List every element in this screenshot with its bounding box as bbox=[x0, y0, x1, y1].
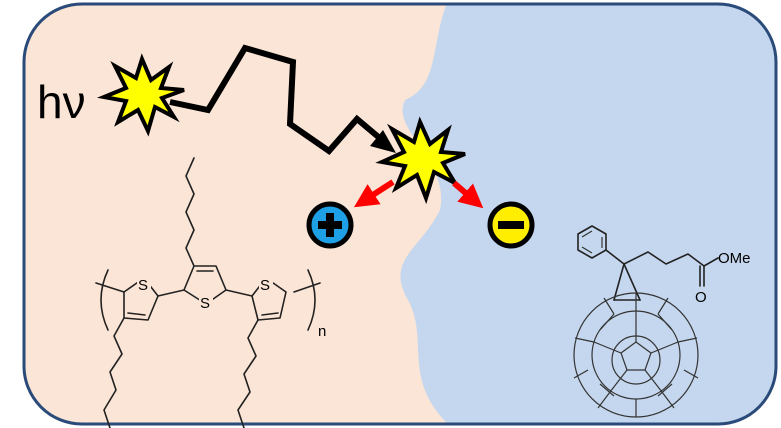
photon-burst-icon bbox=[96, 53, 185, 137]
exciton-diffusion-path bbox=[169, 44, 384, 155]
sulfur-label-3: S bbox=[260, 277, 270, 294]
p3ht-polymer-structure: n S S S bbox=[95, 157, 326, 428]
repeat-subscript: n bbox=[318, 323, 326, 340]
exciton-path-arrowhead bbox=[370, 130, 396, 153]
sulfur-label-1: S bbox=[138, 277, 148, 294]
carbonyl-oxygen-label: O bbox=[695, 289, 707, 306]
hole-plus-icon bbox=[306, 201, 354, 249]
hole-transfer-arrow bbox=[353, 179, 395, 208]
electron-minus-icon bbox=[487, 201, 535, 249]
ester-label: OMe bbox=[718, 250, 751, 267]
pcbm-structure: OMe O bbox=[573, 225, 751, 418]
photon-label: hν bbox=[37, 76, 86, 128]
exciton-dissociation-burst-icon bbox=[375, 116, 466, 205]
electron-transfer-arrow bbox=[452, 180, 484, 209]
frame-border bbox=[22, 2, 778, 426]
donor-region bbox=[24, 4, 452, 424]
sulfur-label-2: S bbox=[200, 295, 210, 312]
